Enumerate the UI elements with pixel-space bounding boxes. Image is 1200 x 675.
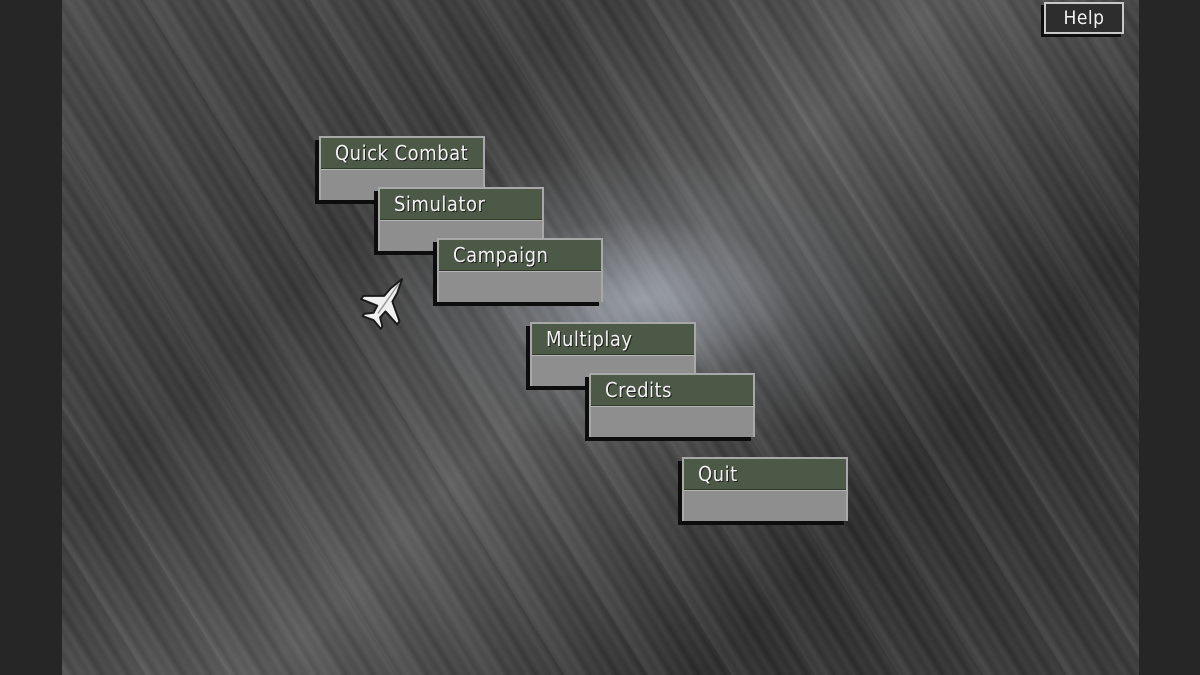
jet-cursor-icon — [360, 278, 404, 330]
credits-button[interactable]: Credits — [589, 373, 755, 437]
help-button[interactable]: Help — [1044, 2, 1124, 34]
campaign-label: Campaign — [453, 243, 549, 267]
help-button-label: Help — [1063, 7, 1105, 29]
right-letterbox — [1139, 0, 1200, 675]
campaign-button[interactable]: Campaign — [437, 238, 603, 302]
simulator-label: Simulator — [394, 192, 486, 216]
multiplay-button[interactable]: Multiplay — [530, 322, 696, 386]
left-letterbox — [0, 0, 62, 675]
quit-label: Quit — [698, 462, 738, 486]
quick-combat-label: Quick Combat — [335, 141, 469, 165]
credits-label: Credits — [605, 378, 672, 402]
quit-button[interactable]: Quit — [682, 457, 848, 521]
multiplay-label: Multiplay — [546, 327, 633, 351]
